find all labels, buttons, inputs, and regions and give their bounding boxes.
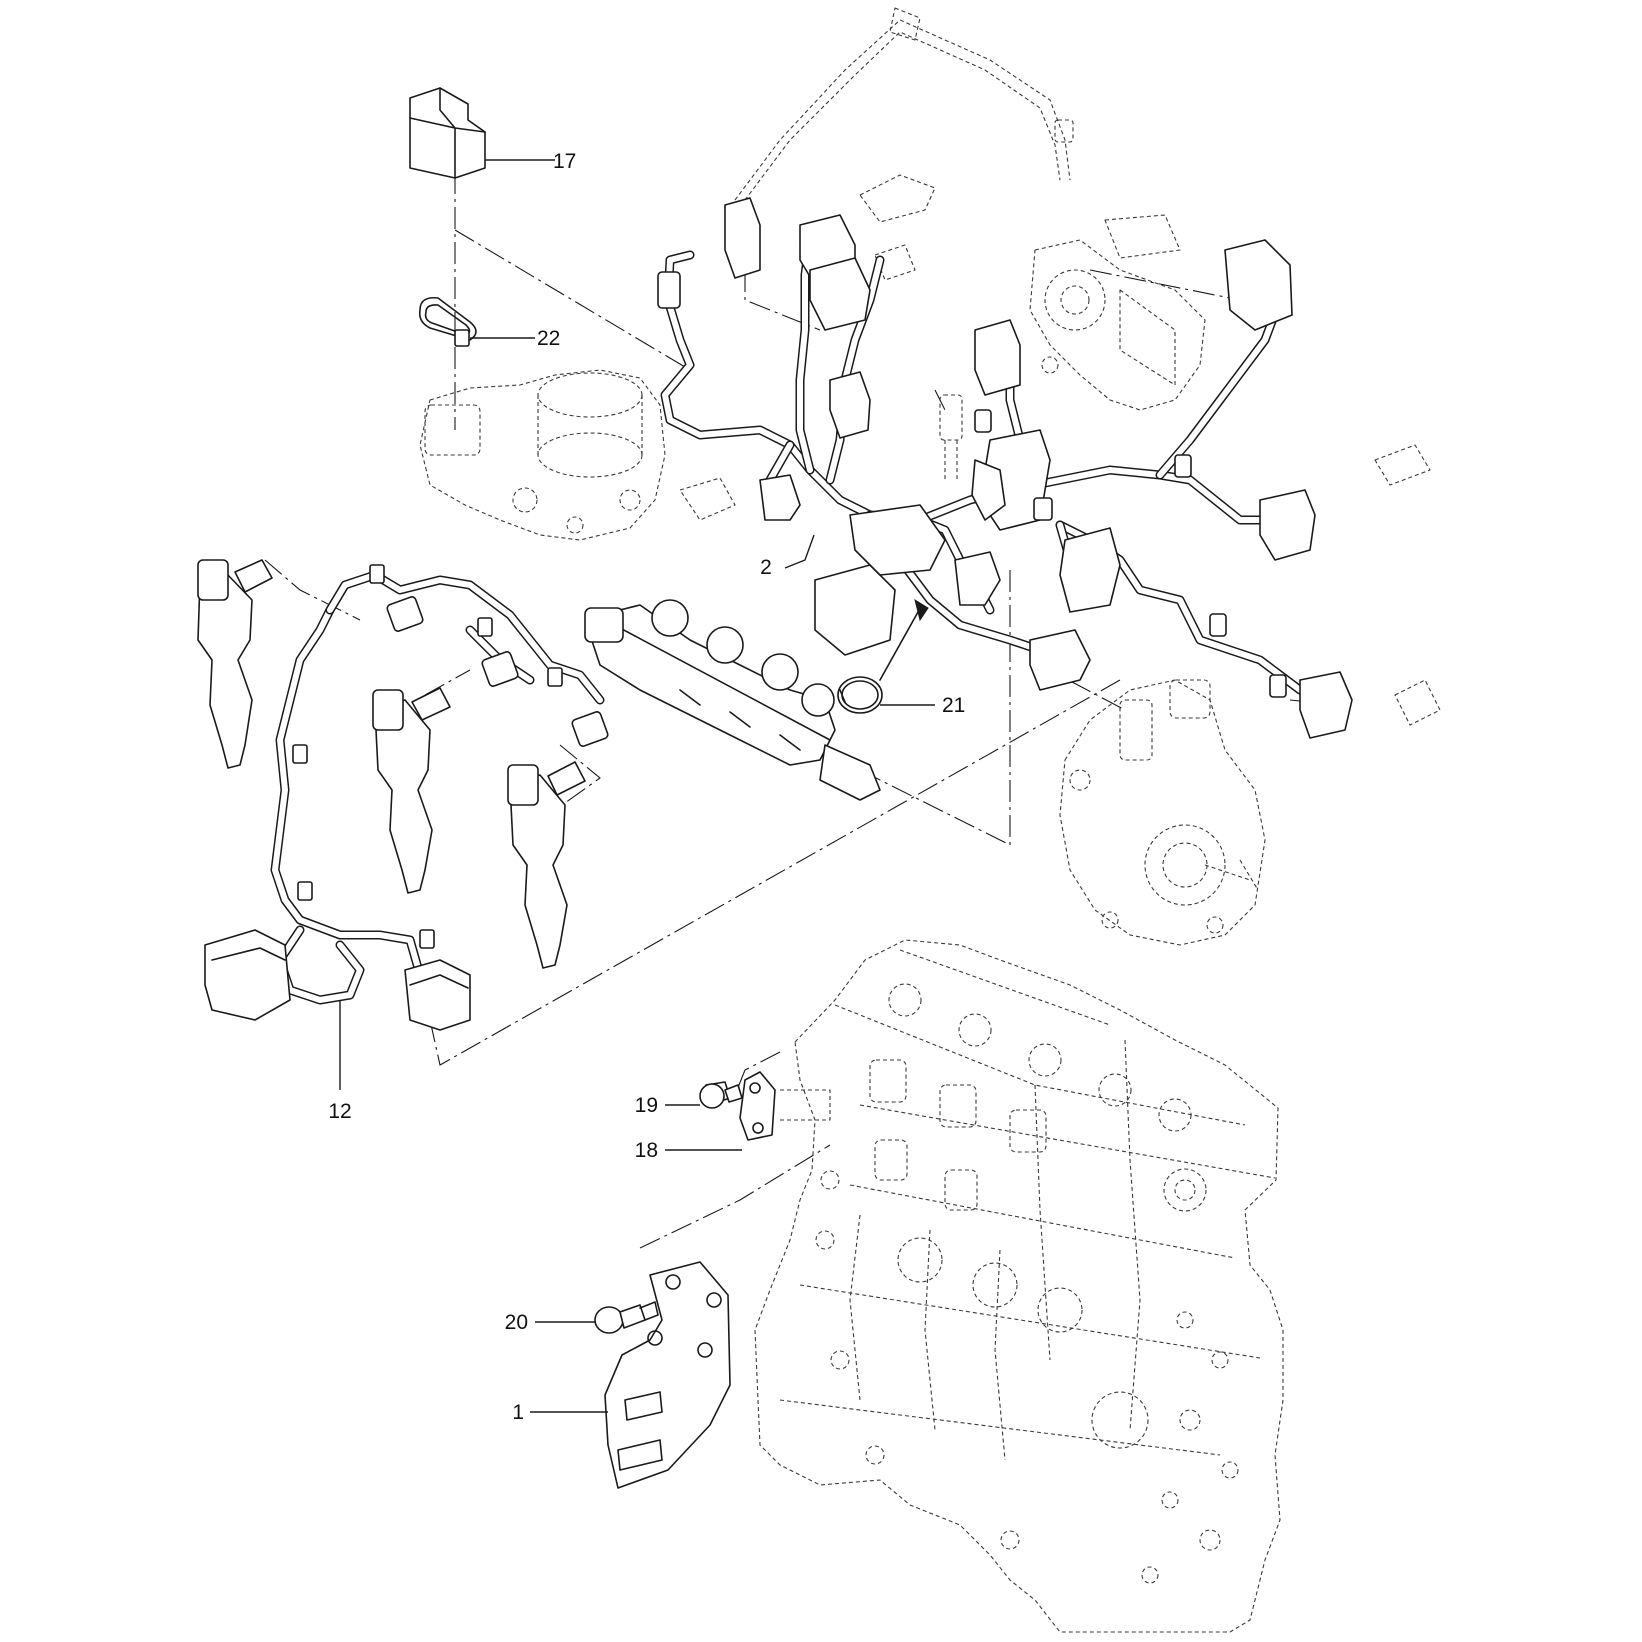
- sensors-phantom: [679, 7, 1441, 726]
- injectors: [197, 559, 586, 969]
- injector-3: [507, 761, 586, 969]
- callout-18: 18: [635, 1139, 658, 1162]
- direction-arrow: [879, 598, 929, 681]
- callout-22: 22: [537, 327, 560, 350]
- part-18-bracket: [739, 1071, 776, 1141]
- callout-17: 17: [553, 150, 576, 173]
- callout-labels: 17 22 2 21 12 19 18 20 1: [328, 150, 965, 1424]
- callout-21: 21: [942, 694, 965, 717]
- part-17-cover: [409, 87, 486, 179]
- callout-19: 19: [635, 1094, 658, 1117]
- fuel-rail: [584, 599, 881, 801]
- engine-block-phantom: [754, 939, 1284, 1633]
- leader-lines: [339, 159, 935, 1413]
- assembly-center-lines: [264, 172, 1341, 1249]
- callout-12: 12: [328, 1100, 351, 1123]
- callout-20: 20: [505, 1311, 528, 1334]
- part-19-bolt: [699, 1081, 743, 1109]
- callout-1: 1: [512, 1401, 524, 1424]
- part-20-bolt: [594, 1301, 659, 1334]
- injector-harness: [204, 564, 609, 1031]
- injector-2: [372, 687, 451, 894]
- fuel-pump-phantom: [1059, 679, 1266, 946]
- main-engine-harness: [657, 197, 1353, 739]
- part-22-tie: [418, 296, 477, 347]
- part-1-bracket: [604, 1261, 731, 1489]
- injector-1: [197, 559, 273, 769]
- egr-valve-phantom: [1029, 214, 1206, 411]
- callout-2: 2: [760, 556, 772, 579]
- part-21-clamp: [837, 676, 883, 714]
- throttle-body-phantom: [419, 369, 666, 541]
